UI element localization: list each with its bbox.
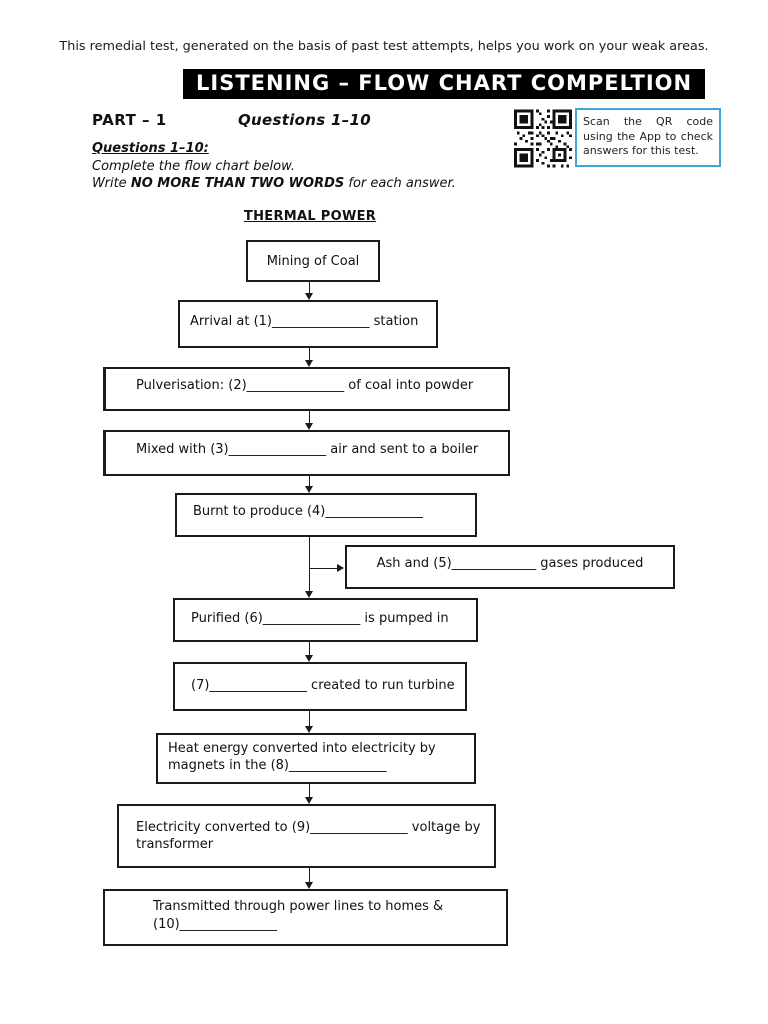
flowchart-title: THERMAL POWER: [243, 209, 377, 224]
arrow-down-icon: [305, 655, 313, 662]
flow-box-pulverisation: Pulverisation: (2)_______________ of coa…: [103, 367, 510, 411]
flow-box-heat-energy: Heat energy converted into electricity b…: [156, 733, 476, 784]
flow-box-text-line2: transformer: [136, 837, 214, 852]
arrow-down-icon: [305, 293, 313, 300]
flow-branch-line: [309, 568, 338, 569]
flow-box-text-line1: Transmitted through power lines to homes…: [153, 899, 444, 914]
flow-box-text: Burnt to produce (4)_______________: [193, 504, 423, 519]
questions-range-label: Questions 1–10: [238, 111, 371, 129]
flow-box-text-line1: Heat energy converted into electricity b…: [168, 741, 436, 756]
flow-box-text: Mining of Coal: [266, 253, 360, 269]
flow-connector-line: [309, 784, 310, 798]
flow-box-text: (7)_______________ created to run turbin…: [191, 678, 455, 693]
arrow-down-icon: [305, 591, 313, 598]
page-title: LISTENING – FLOW CHART COMPELTION: [183, 69, 706, 99]
flow-connector-line: [309, 537, 310, 592]
qr-code-icon: [514, 109, 572, 168]
arrow-down-icon: [305, 423, 313, 430]
instruction-line-2: Write NO MORE THAN TWO WORDS for each an…: [92, 176, 456, 191]
flow-box-ash: Ash and (5)_____________ gases produced: [345, 545, 675, 589]
instruction-line-2-prefix: Write: [92, 176, 131, 191]
flow-box-mining: Mining of Coal: [246, 240, 380, 282]
flow-box-arrival: Arrival at (1)_______________ station: [178, 300, 438, 348]
flow-box-text-line2: (10)_______________: [153, 917, 278, 932]
intro-text: This remedial test, generated on the bas…: [59, 39, 709, 54]
flow-connector-line: [309, 711, 310, 727]
flow-connector-line: [309, 476, 310, 487]
flow-connector-line: [309, 642, 310, 656]
flow-box-text: Pulverisation: (2)_______________ of coa…: [136, 378, 474, 393]
flow-box-text-line2: magnets in the (8)_______________: [168, 758, 387, 773]
arrow-right-icon: [337, 564, 344, 572]
flow-connector-line: [309, 348, 310, 361]
arrow-down-icon: [305, 360, 313, 367]
arrow-down-icon: [305, 797, 313, 804]
flow-box-turbine: (7)_______________ created to run turbin…: [173, 662, 467, 711]
flow-connector-line: [309, 282, 310, 294]
flow-box-text: Arrival at (1)_______________ station: [190, 314, 419, 329]
instruction-line-1: Complete the flow chart below.: [92, 159, 296, 174]
flow-box-electricity: Electricity converted to (9)____________…: [117, 804, 496, 868]
qr-note-box: Scan the QR code using the App to check …: [575, 108, 721, 167]
flow-box-text-line1: Electricity converted to (9)____________…: [136, 820, 481, 835]
flow-box-transmitted: Transmitted through power lines to homes…: [103, 889, 508, 946]
flow-connector-line: [309, 411, 310, 424]
part-label: PART – 1: [92, 111, 167, 129]
flow-box-mixed: Mixed with (3)_______________ air and se…: [103, 430, 510, 476]
arrow-down-icon: [305, 486, 313, 493]
flow-connector-line: [309, 868, 310, 883]
instructions-heading: Questions 1–10:: [92, 141, 209, 156]
arrow-down-icon: [305, 726, 313, 733]
flow-box-burnt: Burnt to produce (4)_______________: [175, 493, 477, 537]
flow-box-text: Mixed with (3)_______________ air and se…: [136, 442, 479, 457]
qr-note-text: Scan the QR code using the App to check …: [583, 115, 713, 157]
flow-box-purified: Purified (6)_______________ is pumped in: [173, 598, 478, 642]
instruction-line-2-bold: NO MORE THAN TWO WORDS: [130, 176, 345, 191]
flow-box-text: Ash and (5)_____________ gases produced: [376, 556, 644, 571]
arrow-down-icon: [305, 882, 313, 889]
flow-box-text: Purified (6)_______________ is pumped in: [191, 611, 449, 626]
instruction-line-2-suffix: for each answer.: [344, 176, 456, 191]
